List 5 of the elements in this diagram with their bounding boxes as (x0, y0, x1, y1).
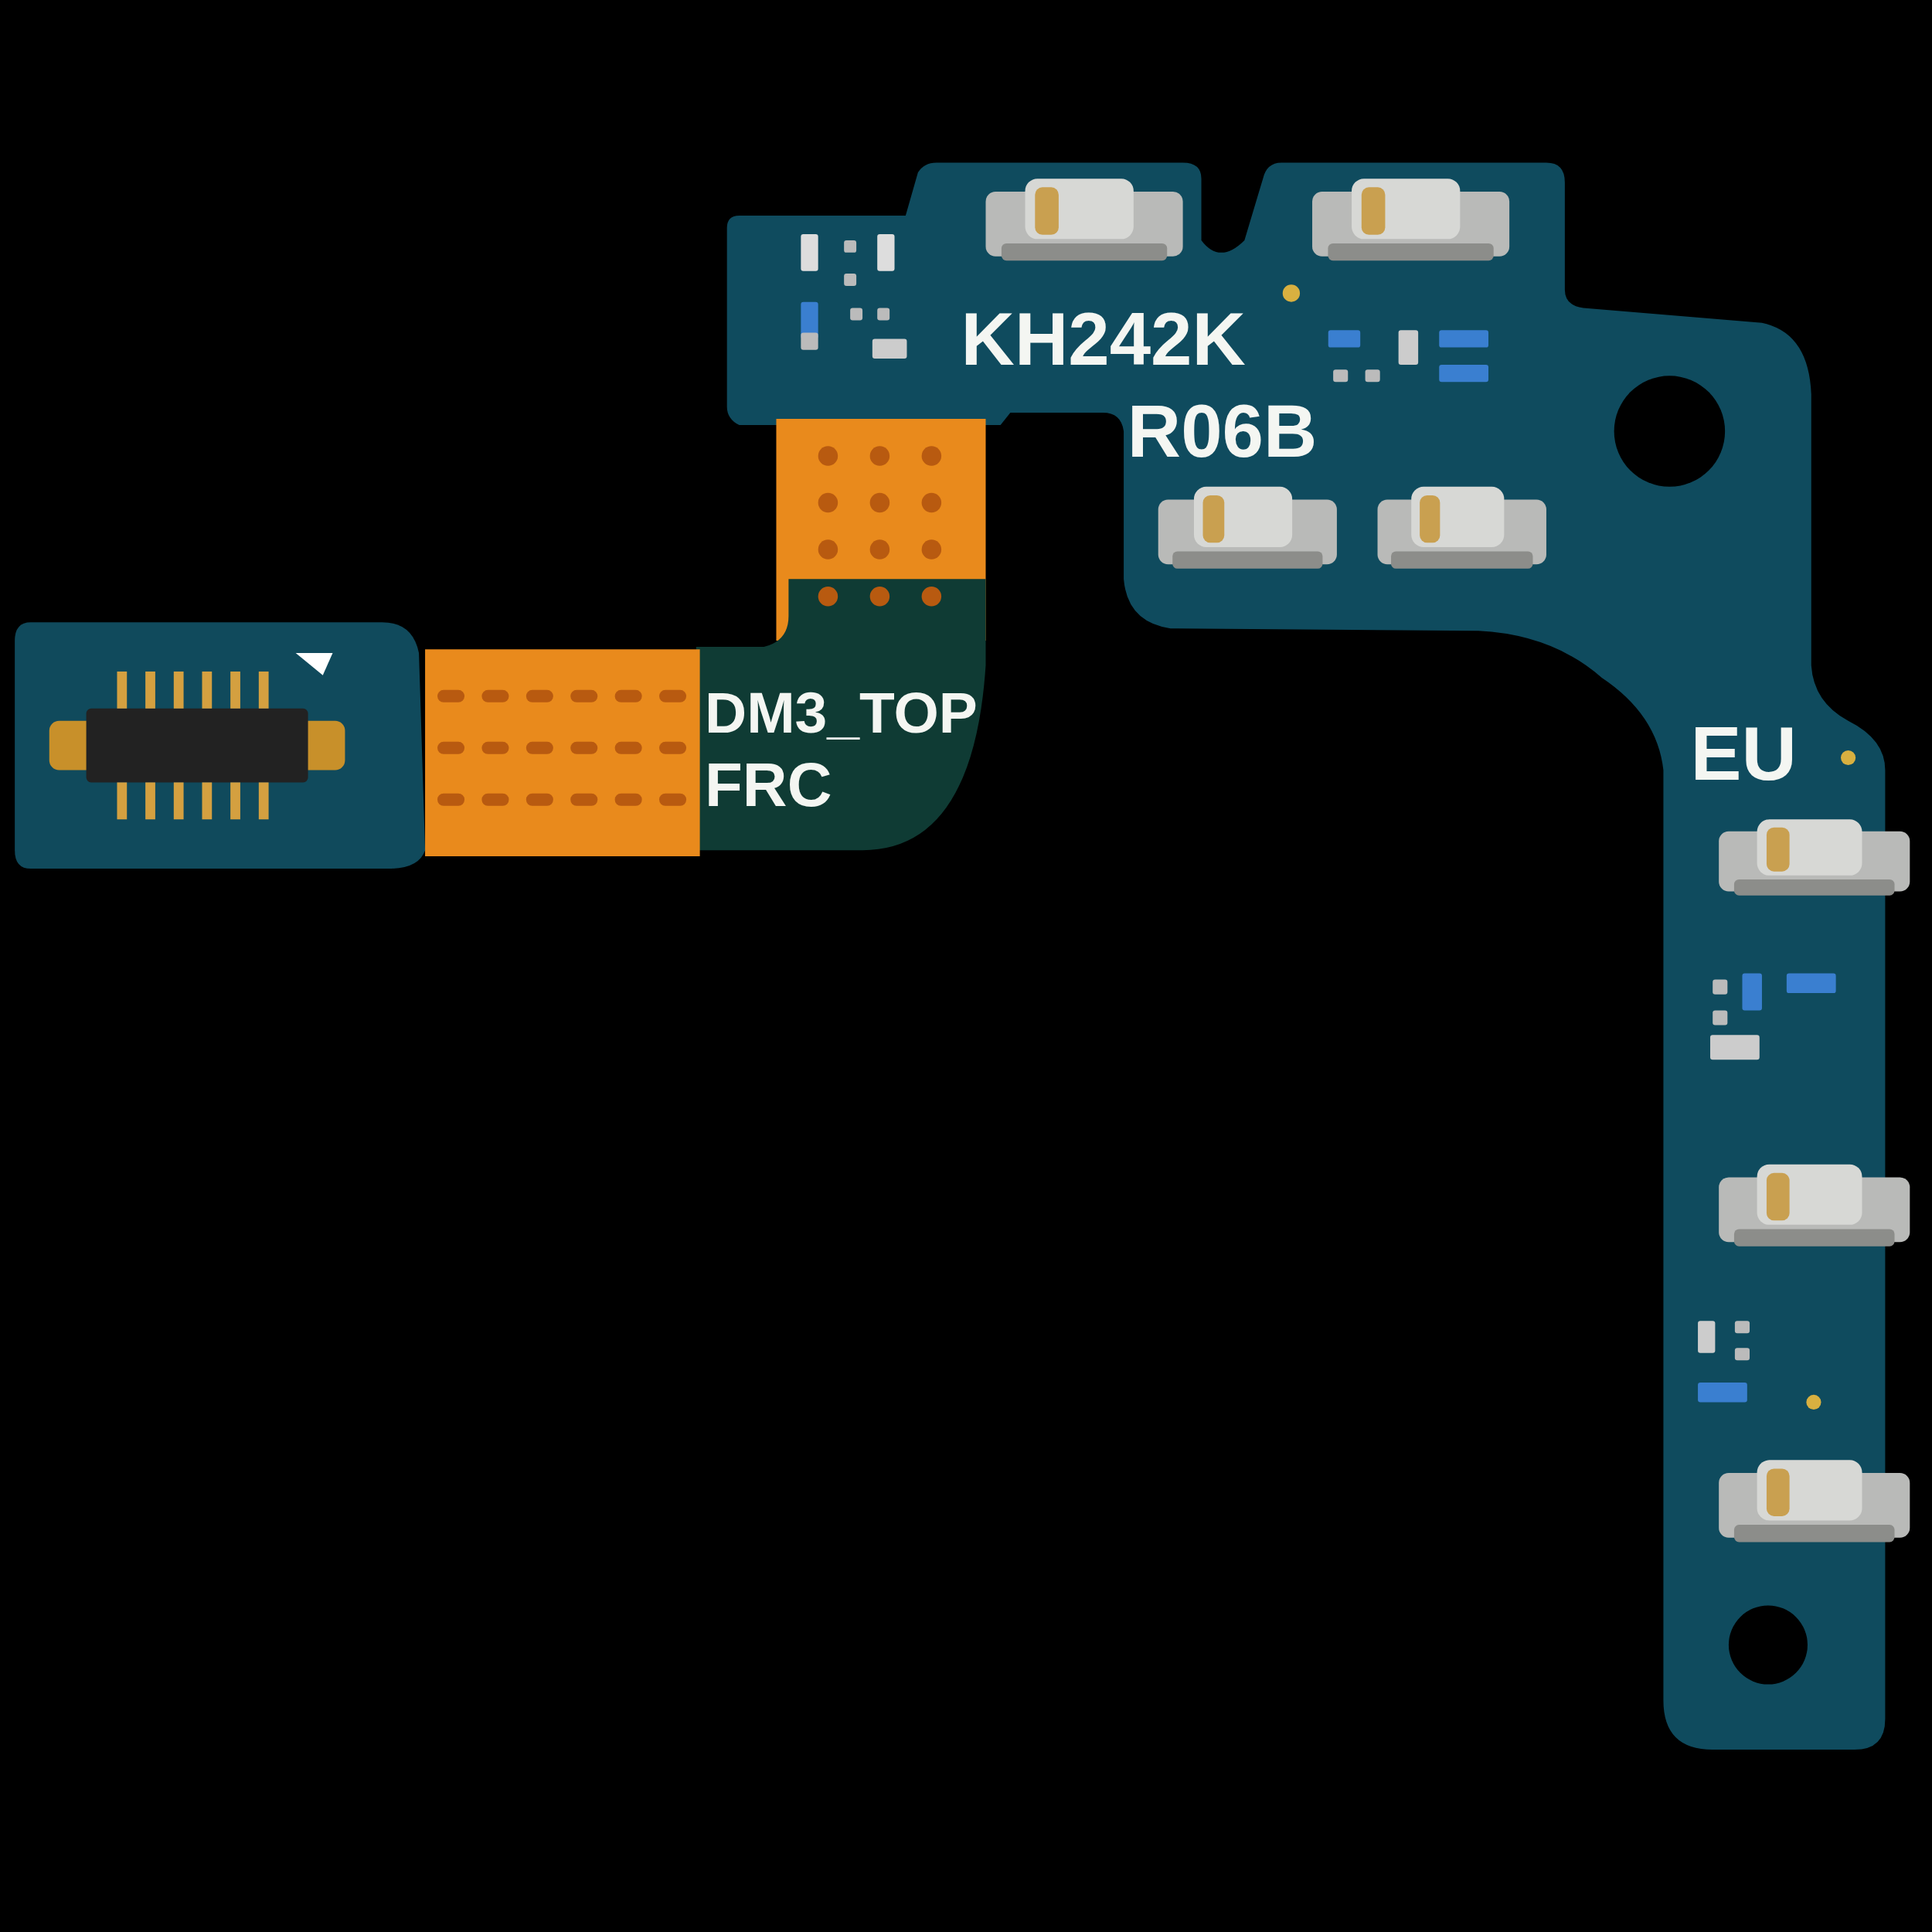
silkscreen-label: KH242K (961, 301, 1246, 376)
silkscreen-label: R06B (1127, 394, 1318, 469)
silkscreen-label: DM3_TOP (705, 683, 978, 742)
silkscreen-label: FRC (705, 753, 832, 816)
silkscreen-label: EU (1690, 714, 1798, 791)
